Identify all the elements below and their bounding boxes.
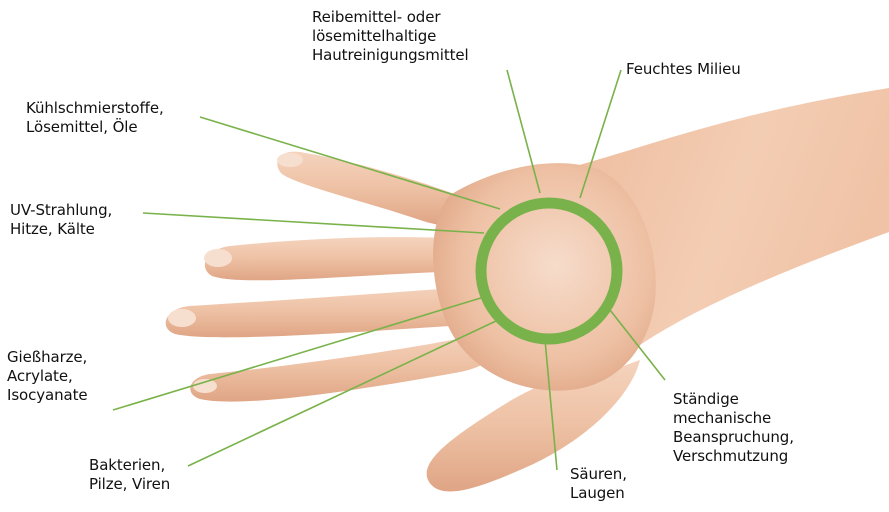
index-nail — [277, 153, 303, 167]
label-bakterien-line: Pilze, Viren — [89, 475, 170, 494]
label-reibemittel-line: lösemittelhaltige — [312, 27, 469, 46]
label-bakterien-line: Bakterien, — [89, 456, 170, 475]
label-uv: UV-Strahlung, Hitze, Kälte — [10, 201, 112, 239]
label-feuchtes: Feuchtes Milieu — [626, 60, 741, 79]
label-giess-line: Acrylate, — [7, 367, 88, 386]
label-saeuren: Säuren, Laugen — [570, 465, 627, 503]
label-feuchtes-line: Feuchtes Milieu — [626, 60, 741, 79]
little-nail — [193, 379, 217, 393]
label-bakterien: Bakterien, Pilze, Viren — [89, 456, 170, 494]
label-giess: Gießharze, Acrylate, Isocyanate — [7, 348, 88, 405]
label-kuehl-line: Lösemittel, Öle — [26, 118, 164, 137]
label-uv-line: UV-Strahlung, — [10, 201, 112, 220]
label-staendige-line: Beanspruchung, — [673, 428, 794, 447]
label-staendige-line: Ständige — [673, 390, 794, 409]
label-staendige-line: Verschmutzung — [673, 447, 794, 466]
label-reibemittel-line: Reibemittel- oder — [312, 8, 469, 27]
label-giess-line: Gießharze, — [7, 348, 88, 367]
label-kuehl: Kühlschmierstoffe, Lösemittel, Öle — [26, 99, 164, 137]
label-reibemittel: Reibemittel- oder lösemittelhaltige Haut… — [312, 8, 469, 65]
label-staendige: Ständige mechanische Beanspruchung, Vers… — [673, 390, 794, 466]
middle-nail — [204, 249, 232, 267]
label-kuehl-line: Kühlschmierstoffe, — [26, 99, 164, 118]
label-saeuren-line: Laugen — [570, 484, 627, 503]
label-uv-line: Hitze, Kälte — [10, 220, 112, 239]
label-staendige-line: mechanische — [673, 409, 794, 428]
label-saeuren-line: Säuren, — [570, 465, 627, 484]
label-reibemittel-line: Hautreinigungsmittel — [312, 46, 469, 65]
label-giess-line: Isocyanate — [7, 386, 88, 405]
ring-nail — [168, 309, 196, 327]
